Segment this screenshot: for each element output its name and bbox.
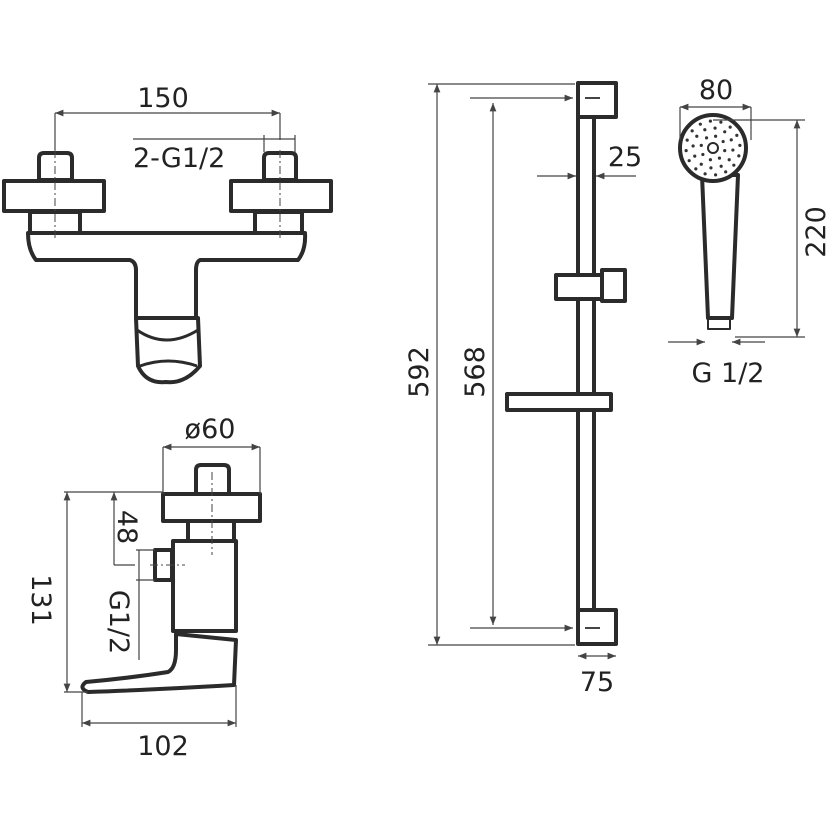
hand-shower: 80 220 G 1/2 <box>668 75 830 389</box>
dimension-bracket-depth: 75 <box>580 667 614 698</box>
spray-hole <box>695 134 699 138</box>
spray-hole <box>685 138 689 142</box>
spray-holes <box>684 119 742 177</box>
spray-hole <box>708 119 713 123</box>
mixer-side-view: ø60 131 48 G1/2 102 <box>25 414 262 762</box>
spray-hole <box>735 133 739 137</box>
spray-hole <box>737 154 741 158</box>
spray-hole <box>731 148 735 152</box>
mixer-front-view: 150 2-G1/2 <box>2 83 333 385</box>
spray-hole <box>713 173 718 177</box>
dimension-head-diameter: 80 <box>699 75 733 106</box>
spray-hole <box>701 152 705 157</box>
spray-hole <box>708 158 712 162</box>
spray-hole <box>714 134 718 138</box>
spray-hole <box>691 144 695 148</box>
spray-hole <box>690 129 694 133</box>
dimension-connection-side: G1/2 <box>103 590 134 654</box>
dimension-rail-width: 25 <box>608 142 642 173</box>
dimension-offset: 48 <box>111 510 142 544</box>
dimension-diameter: ø60 <box>185 414 236 445</box>
spray-hole <box>728 125 732 129</box>
spray-hole <box>727 158 731 162</box>
spray-hole <box>699 143 703 147</box>
dimension-spacing: 150 <box>137 83 189 114</box>
spray-hole <box>721 139 725 144</box>
shower-rail: 592 568 25 75 <box>404 81 642 698</box>
spray-hole <box>699 162 703 166</box>
spray-hole <box>713 126 717 130</box>
spray-hole <box>693 154 697 158</box>
spray-hole <box>703 128 707 132</box>
spray-hole <box>698 122 702 126</box>
spray-hole <box>723 130 727 134</box>
spray-hole <box>724 170 728 174</box>
spray-hole <box>719 120 723 124</box>
dimension-connection-shower: G 1/2 <box>692 358 765 389</box>
spray-hole <box>738 143 742 148</box>
dimension-connection: 2-G1/2 <box>133 143 225 174</box>
spray-hole <box>694 167 698 171</box>
spray-hole <box>719 164 723 168</box>
dimension-depth: 102 <box>137 731 189 762</box>
spray-hole <box>732 163 736 167</box>
dimension-mount-distance: 568 <box>460 346 491 398</box>
dimension-height: 131 <box>25 574 56 626</box>
spray-hole <box>729 138 733 142</box>
spray-hole <box>703 172 707 176</box>
spray-hole <box>717 156 722 160</box>
spray-hole <box>684 148 688 153</box>
spray-hole <box>709 166 713 170</box>
dimension-length: 220 <box>801 206 830 258</box>
dimension-total-height: 592 <box>404 346 435 398</box>
spray-hole <box>723 149 727 153</box>
spray-hole <box>687 159 691 163</box>
spray-hole <box>704 136 709 140</box>
